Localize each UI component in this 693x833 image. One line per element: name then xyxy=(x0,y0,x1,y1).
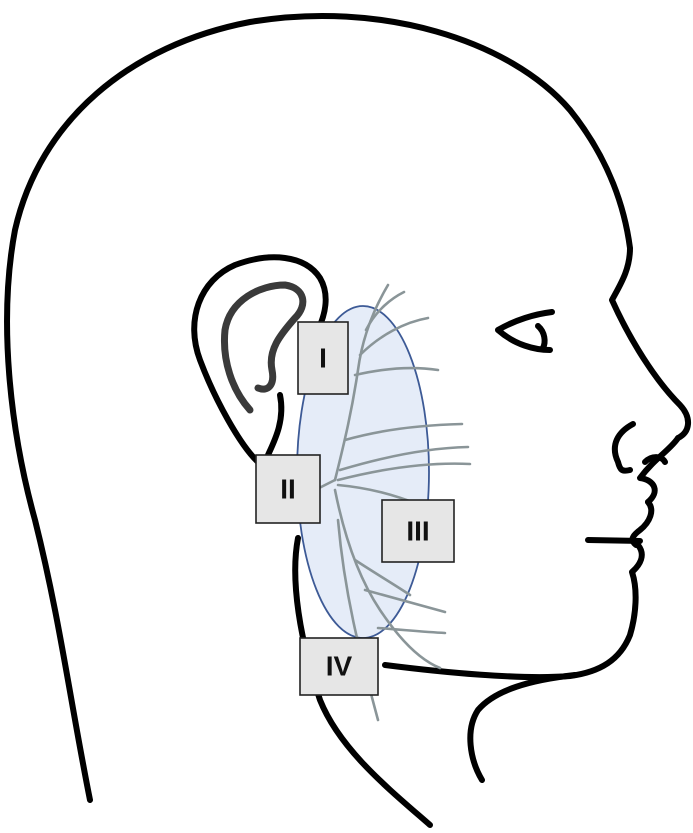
zone-label-II: II xyxy=(280,474,296,505)
nostril-outline xyxy=(615,424,633,471)
nerve-marginal-twig-2 xyxy=(378,628,445,633)
ear-lobe-outline xyxy=(268,395,281,455)
zone-box-III: III xyxy=(382,500,454,562)
zone-label-I: I xyxy=(319,343,327,374)
zone-box-IV: IV xyxy=(300,638,378,695)
zone-box-II: II xyxy=(256,455,320,523)
zone-box-I: I xyxy=(298,322,348,394)
nose-lower-outline xyxy=(640,438,678,502)
ear-inner-helix xyxy=(224,285,302,410)
mouth-line xyxy=(588,540,640,541)
neck-front-outline xyxy=(470,675,575,780)
zone-label-III: III xyxy=(406,516,429,547)
eye-iris xyxy=(538,326,545,348)
zone-label-IV: IV xyxy=(326,651,353,682)
